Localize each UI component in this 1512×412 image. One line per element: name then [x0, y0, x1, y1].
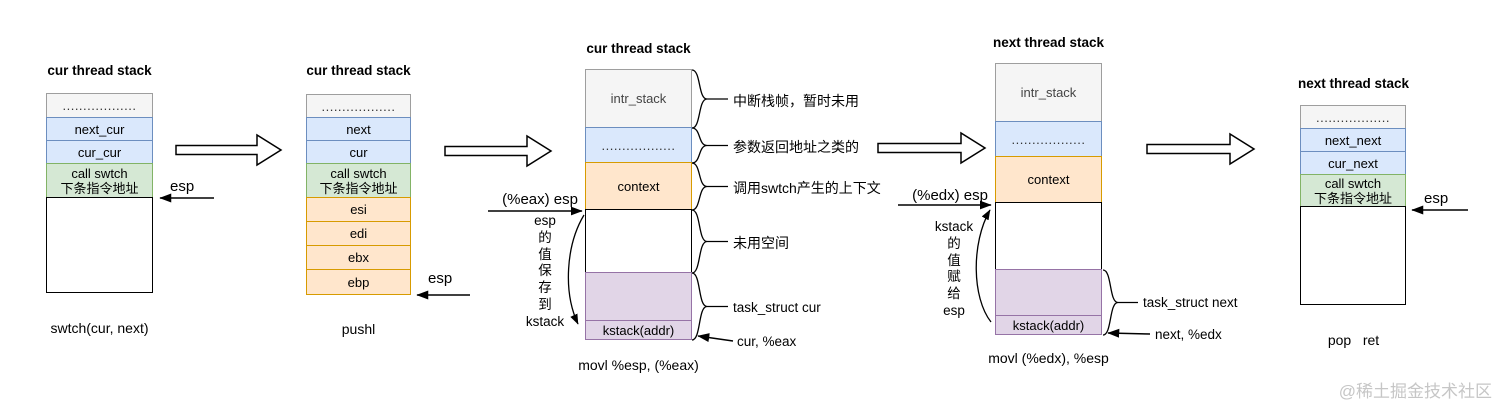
- stack2-row-cur: cur: [306, 140, 411, 164]
- call-swtch-line2: 下条指令地址: [1313, 190, 1392, 206]
- stack2-row-next: next: [306, 117, 411, 141]
- stack3-eax-esp-label: (%eax) esp: [502, 191, 578, 208]
- stack2-row-dots: ..................: [306, 94, 411, 118]
- stack3-caption: movl %esp, (%eax): [578, 357, 699, 373]
- stack4-row-intr-stack: intr_stack: [995, 63, 1102, 122]
- brace-icon: [691, 127, 708, 164]
- stack5-row-cur-next: cur_next: [1300, 151, 1406, 175]
- stack5-row-call-swtch: call swtch 下条指令地址: [1300, 174, 1406, 207]
- stack5-title: next thread stack: [1297, 76, 1410, 91]
- stack1-row-cur-cur: cur_cur: [46, 140, 153, 164]
- stack4-kstack-assign-note: kstack 的 值 赋 给 esp: [932, 219, 976, 320]
- stack4-kstack-addr-row: kstack(addr): [996, 315, 1101, 334]
- stack5-esp-label: esp: [1424, 190, 1449, 207]
- stack1-esp-label: esp: [170, 178, 195, 195]
- stack3-note-context: 调用swtch产生的上下文: [733, 180, 881, 196]
- kstack-to-esp-curve-arrow: [975, 209, 992, 323]
- vert-line: 的: [538, 229, 552, 245]
- stack5-empty-space: [1300, 206, 1406, 305]
- vert-line: kstack: [934, 219, 974, 234]
- stack2-row-esi: esi: [306, 197, 411, 222]
- call-swtch-line2: 下条指令地址: [319, 180, 398, 196]
- call-swtch-line2: 下条指令地址: [60, 180, 139, 196]
- watermark: @稀土掘金技术社区: [1338, 382, 1492, 401]
- brace-icon: [691, 69, 708, 129]
- brace-icon: [691, 162, 708, 211]
- stack4-empty-space: [995, 202, 1102, 270]
- stack5-row-next-next: next_next: [1300, 128, 1406, 152]
- next-edx-pointer-arrow: [1107, 328, 1151, 338]
- stack3-kstack-addr-row: kstack(addr): [586, 320, 691, 339]
- flow-arrow-icon: [1146, 132, 1256, 166]
- stack1-row-dots: ..................: [46, 93, 153, 118]
- stack3-row-intr-stack: intr_stack: [585, 69, 692, 128]
- stack2-row-ebp: ebp: [306, 269, 411, 295]
- stack3-note-unused: 未用空间: [733, 235, 789, 251]
- stack3-note-intr: 中断栈帧，暂时未用: [733, 93, 859, 109]
- stack4-caption: movl (%edx), %esp: [988, 350, 1109, 366]
- esp-to-kstack-curve-arrow: [567, 214, 585, 325]
- vert-line: 值: [538, 246, 552, 262]
- stack3-cur-eax-label: cur, %eax: [737, 334, 797, 349]
- stack4-row-context: context: [995, 156, 1102, 203]
- stack1-caption: swtch(cur, next): [50, 320, 149, 336]
- call-swtch-line1: call swtch: [71, 165, 128, 181]
- stack2-row-edi: edi: [306, 221, 411, 246]
- stack1-empty-space: [46, 197, 153, 293]
- stack2-caption: pushl: [341, 321, 376, 337]
- flow-arrow-icon: [877, 131, 987, 165]
- stack3-note-args: 参数返回地址之类的: [733, 139, 859, 155]
- stack3-esp-saved-note: esp 的 值 保 存 到 kstack: [523, 213, 567, 331]
- vert-line: 保: [538, 263, 552, 279]
- brace-icon: [1102, 269, 1119, 336]
- stack3-title: cur thread stack: [586, 41, 691, 56]
- stack4-task-struct-region: kstack(addr): [995, 269, 1102, 335]
- vert-line: esp: [534, 213, 556, 228]
- stack1-row-call-swtch: call swtch 下条指令地址: [46, 163, 153, 198]
- vert-line: 的: [947, 235, 961, 251]
- brace-icon: [691, 272, 708, 341]
- stack3-note-task-struct: task_struct cur: [733, 300, 821, 315]
- stack4-row-dots: ..................: [995, 121, 1102, 157]
- brace-icon: [691, 209, 708, 274]
- stack3-task-struct-region: kstack(addr): [585, 272, 692, 340]
- stack2-row-call-swtch: call swtch 下条指令地址: [306, 163, 411, 198]
- stack1-row-next-cur: next_cur: [46, 117, 153, 141]
- vert-line: 到: [538, 296, 552, 312]
- stack4-edx-esp-label: (%edx) esp: [912, 187, 988, 204]
- vert-line: 赋: [947, 269, 961, 285]
- stack5-caption: pop ret: [1327, 332, 1380, 348]
- vert-line: 值: [947, 252, 961, 268]
- stack5-row-dots: ..................: [1300, 105, 1406, 129]
- stack3-row-dots: ..................: [585, 127, 692, 163]
- stack3-row-context: context: [585, 162, 692, 210]
- cur-eax-pointer-arrow: [697, 333, 734, 343]
- stack3-empty-space: [585, 209, 692, 273]
- vert-line: esp: [943, 302, 965, 318]
- vert-line: kstack: [525, 313, 565, 329]
- stack4-title: next thread stack: [992, 35, 1105, 50]
- stack2-esp-label: esp: [428, 270, 453, 287]
- flow-arrow-icon: [444, 134, 553, 168]
- stack2-title: cur thread stack: [306, 63, 411, 78]
- flow-arrow-icon: [175, 133, 283, 167]
- call-swtch-line1: call swtch: [330, 165, 387, 181]
- vert-line: 给: [947, 286, 961, 302]
- stack2-row-ebx: ebx: [306, 245, 411, 270]
- stack4-next-edx-label: next, %edx: [1155, 327, 1222, 342]
- call-swtch-line1: call swtch: [1324, 175, 1382, 191]
- stack1-title: cur thread stack: [47, 63, 152, 78]
- vert-line: 存: [538, 280, 552, 296]
- stack4-note-task-struct: task_struct next: [1143, 295, 1238, 310]
